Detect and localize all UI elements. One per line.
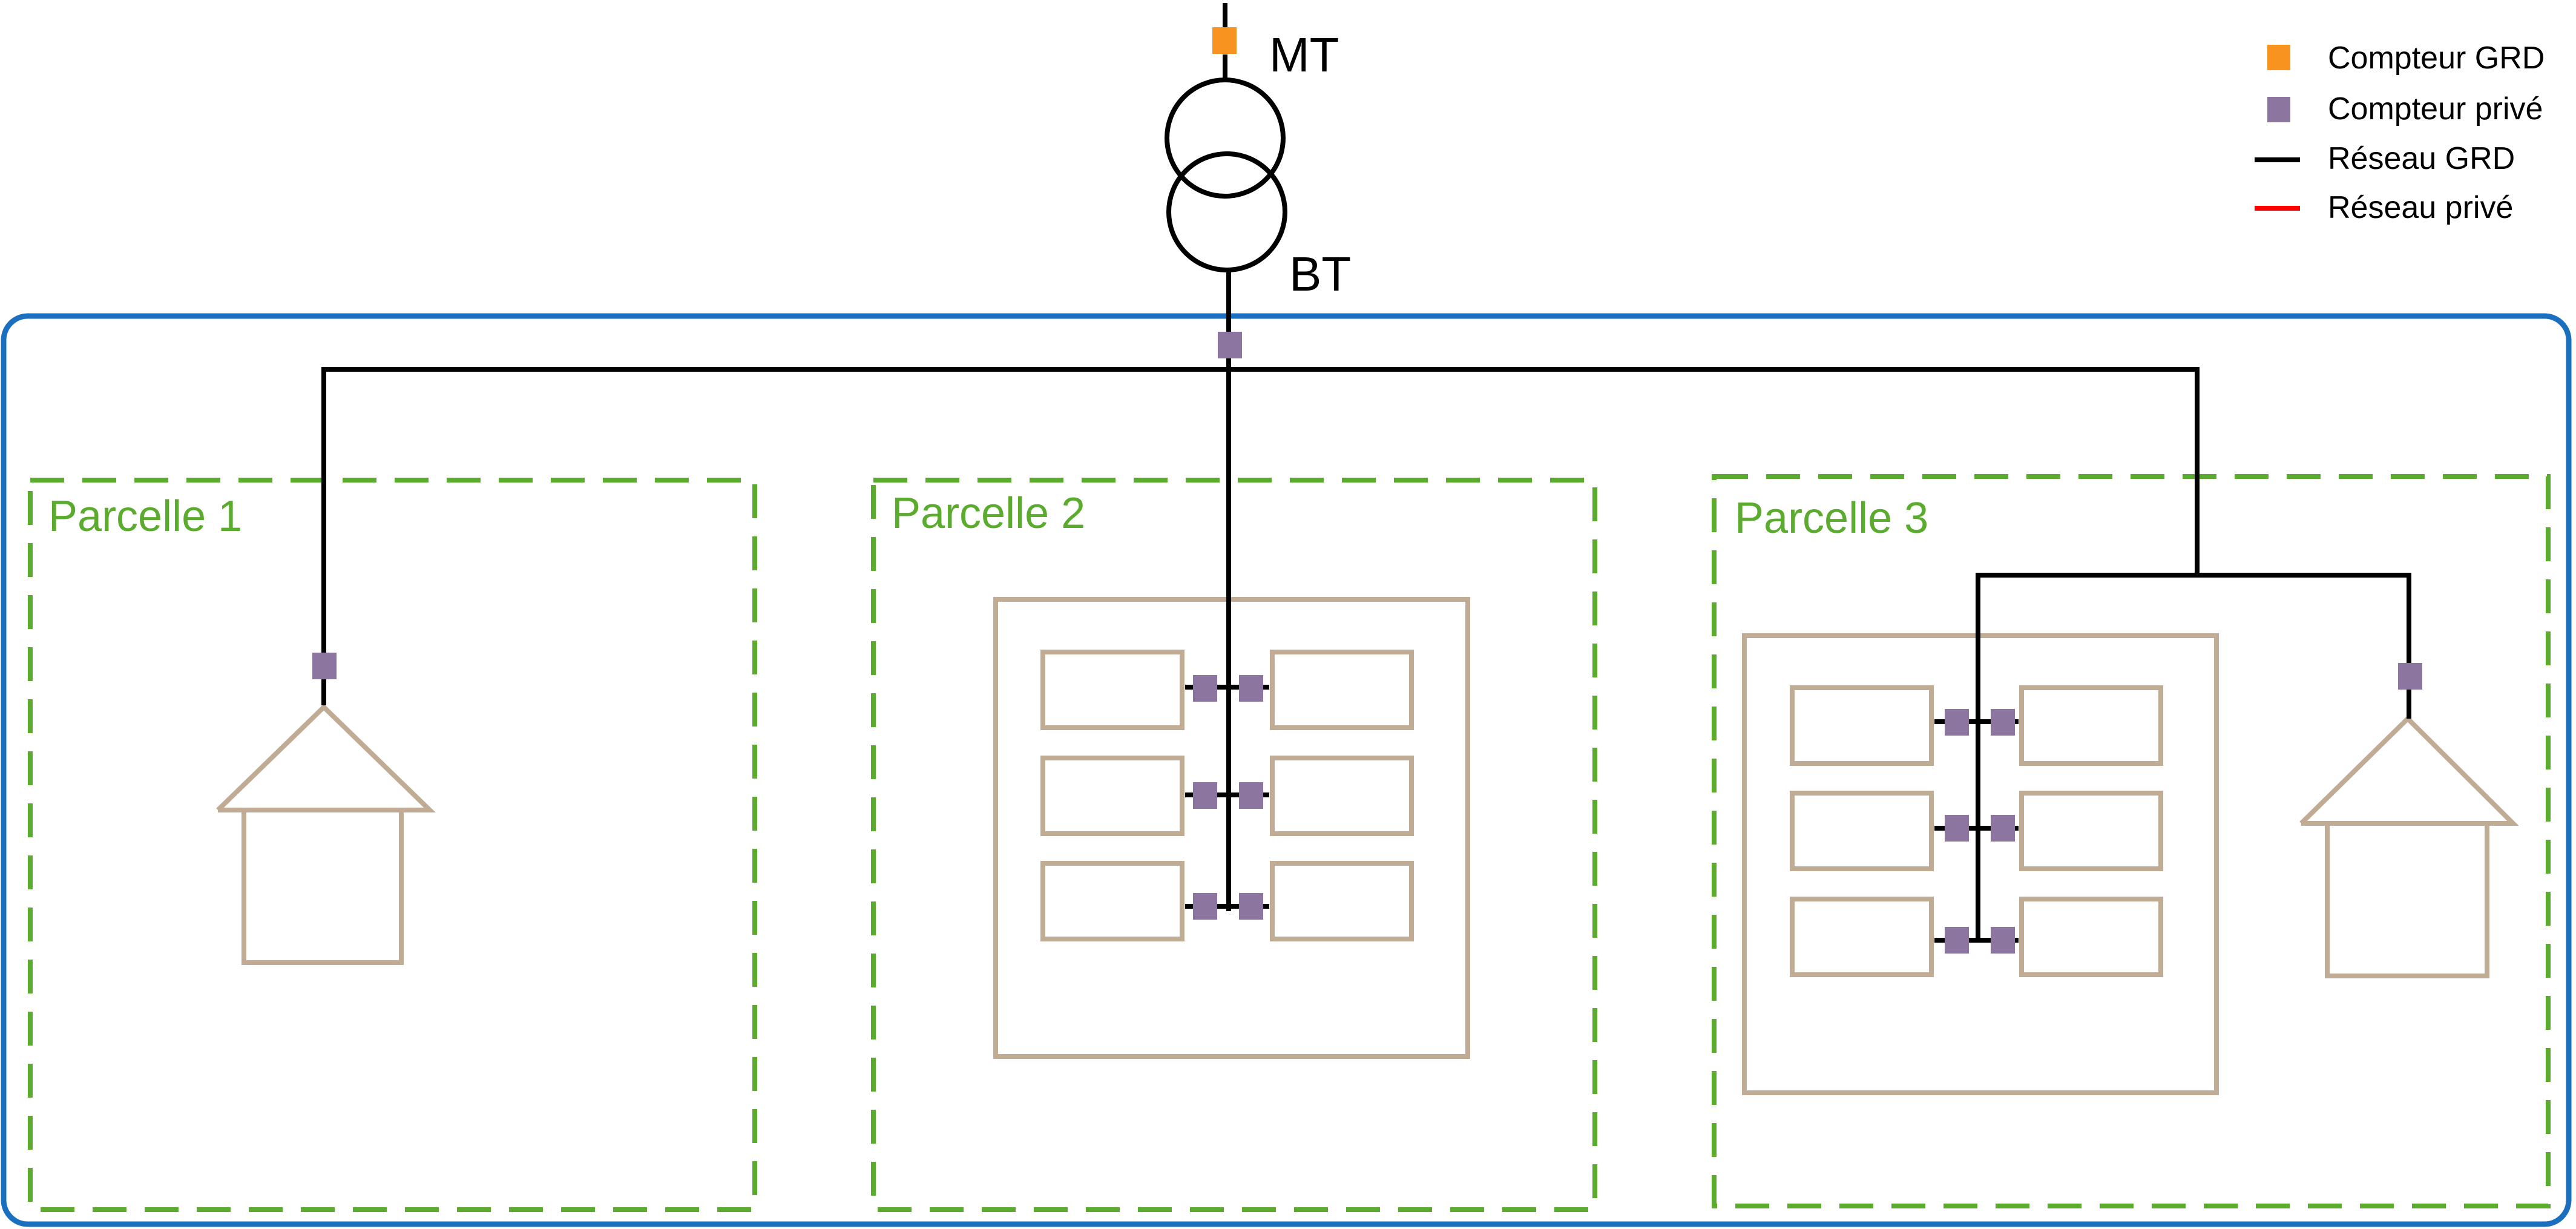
private-meter <box>1991 709 2015 736</box>
private-meter <box>1193 675 1217 702</box>
legend-swatch <box>2267 97 2290 122</box>
mt-label: MT <box>1269 28 1339 82</box>
private-meter <box>1193 782 1217 809</box>
private-meter <box>1218 332 1242 358</box>
transformer-symbol <box>1165 77 1287 272</box>
apartment-unit <box>1270 861 1414 941</box>
private-meter <box>1239 675 1263 702</box>
legend-item-grd-network: Réseau GRD <box>2255 141 2515 176</box>
apartment-unit <box>1790 685 1934 766</box>
apartment-unit <box>1790 897 1934 977</box>
apartment-unit <box>1790 791 1934 871</box>
parcel-2-boundary <box>871 478 1597 1212</box>
site-boundary <box>1 313 2572 1227</box>
apartment-building-parcel-2 <box>993 597 1470 1059</box>
house-parcel-3 <box>2299 715 2519 978</box>
apartment-unit <box>2019 897 2163 977</box>
apartment-unit <box>2019 791 2163 871</box>
private-meter <box>2398 663 2422 690</box>
private-meter <box>1239 893 1263 920</box>
parcel-2-label: Parcelle 2 <box>892 489 1085 538</box>
private-meter <box>1193 893 1217 920</box>
private-meter <box>1239 782 1263 809</box>
private-meter <box>1945 709 1969 736</box>
house-parcel-1 <box>216 703 436 965</box>
legend-label: Réseau privé <box>2328 190 2513 225</box>
private-meter <box>1991 927 2015 954</box>
grd-network <box>321 3 2411 943</box>
legend-label: Compteur GRD <box>2328 41 2545 76</box>
parcel-1-label: Parcelle 1 <box>48 492 242 541</box>
legend-item-private-network: Réseau privé <box>2255 190 2513 225</box>
bt-label: BT <box>1289 247 1351 301</box>
legend-item-private-meter: Compteur privé <box>2267 91 2543 127</box>
private-meter <box>1945 815 1969 842</box>
grd-meter <box>1212 27 1237 54</box>
parcel-1-boundary <box>28 478 757 1212</box>
private-meter <box>1945 927 1969 954</box>
apartment-unit <box>1270 650 1414 730</box>
legend-item-grd-meter: Compteur GRD <box>2267 41 2545 76</box>
legend-swatch <box>2267 45 2290 70</box>
legend: Compteur GRD Compteur privé Réseau GRD R… <box>2255 41 2545 225</box>
apartment-unit <box>2019 685 2163 766</box>
parcel-3-boundary <box>1712 474 2551 1208</box>
apartment-unit <box>1040 861 1184 941</box>
private-meter <box>312 653 337 679</box>
legend-label: Réseau GRD <box>2328 141 2515 176</box>
private-meters <box>312 332 2422 954</box>
legend-label: Compteur privé <box>2328 91 2543 127</box>
apartment-unit <box>1040 756 1184 836</box>
parcel-3-label: Parcelle 3 <box>1735 494 1928 542</box>
private-meter <box>1991 815 2015 842</box>
apartment-unit <box>1270 756 1414 836</box>
apartment-unit <box>1040 650 1184 730</box>
